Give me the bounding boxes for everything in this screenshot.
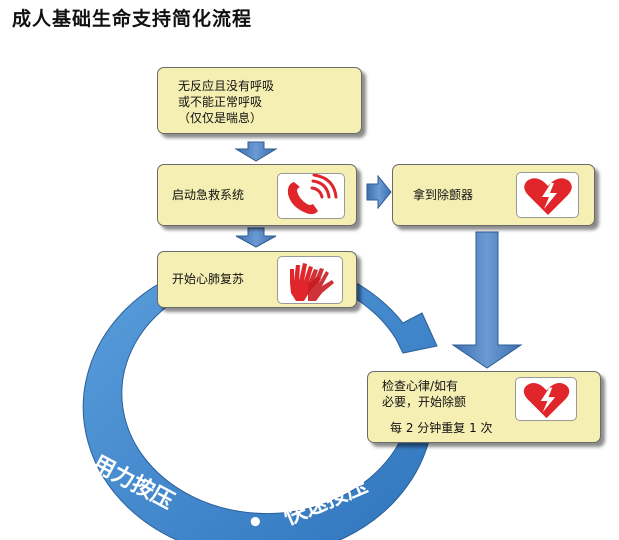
cpr-label: 开始心肺复苏 <box>172 272 245 286</box>
step-check-rhythm-box: 检查心律/如有 必要，开始除颤 每 2 分钟重复 1 次 <box>367 371 601 443</box>
arrow-down-2 <box>235 227 277 248</box>
step-get-aed-box: 拿到除颤器 <box>392 164 595 226</box>
cycle-text-dot: • <box>247 508 264 538</box>
assess-line-3: （仅仅是喘息） <box>178 111 263 125</box>
activate-label: 启动急救系统 <box>172 188 245 202</box>
step-assess-box: 无反应且没有呼吸 或不能正常呼吸 （仅仅是喘息） <box>157 67 362 134</box>
assess-line-1: 无反应且没有呼吸 <box>178 79 275 93</box>
arrow-down-long <box>451 231 523 369</box>
repeat-label: 每 2 分钟重复 1 次 <box>390 421 493 435</box>
step-cpr-box: 开始心肺复苏 <box>157 251 357 308</box>
page-title: 成人基础生命支持简化流程 <box>12 8 253 30</box>
arrow-down-1 <box>234 141 278 162</box>
aed-heart-icon-2 <box>515 377 577 421</box>
arrow-right <box>366 174 392 210</box>
aed-heart-icon <box>516 172 579 218</box>
check-rhythm-line-1: 检查心律/如有 <box>382 379 459 393</box>
step-activate-box: 启动急救系统 <box>157 164 357 226</box>
check-rhythm-line-2: 必要，开始除颤 <box>382 395 467 409</box>
get-aed-label: 拿到除颤器 <box>413 188 474 202</box>
assess-line-2: 或不能正常呼吸 <box>178 95 263 109</box>
cpr-cycle-ring <box>82 256 438 540</box>
phone-icon <box>277 173 345 219</box>
hands-icon <box>277 256 343 304</box>
